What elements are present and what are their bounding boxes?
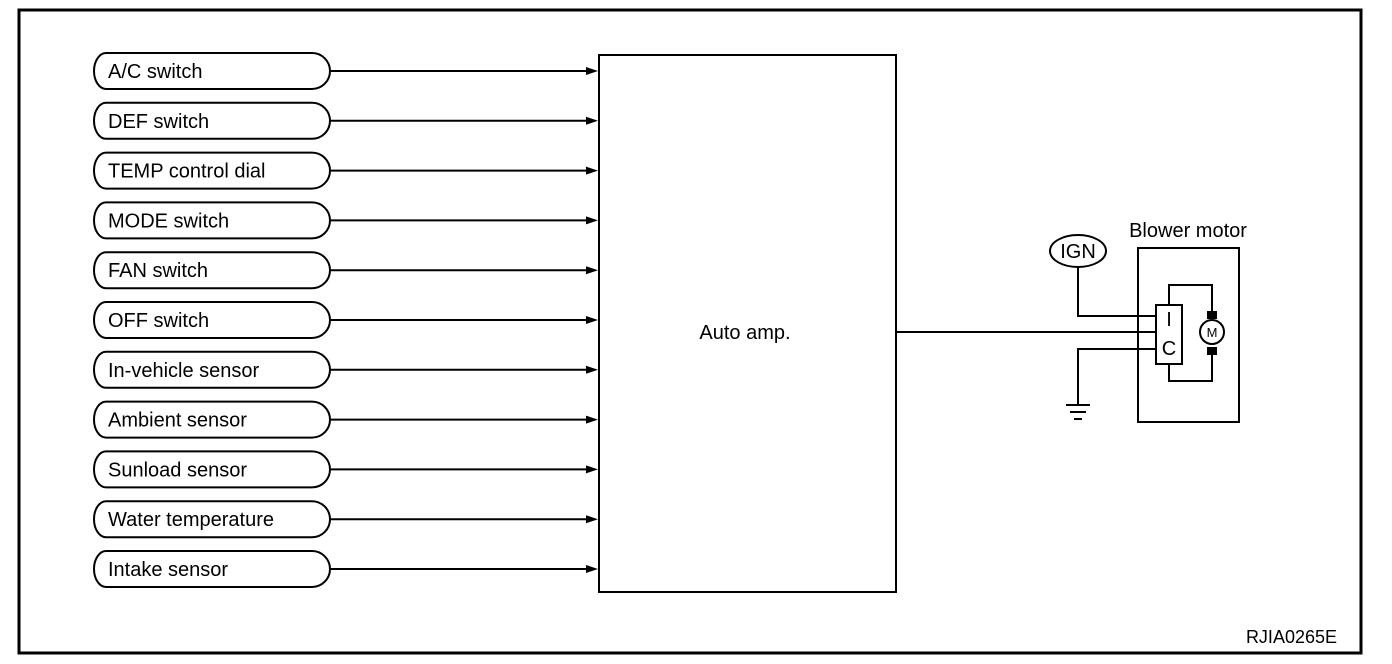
arrowhead xyxy=(586,415,598,424)
figure-code: RJIA0265E xyxy=(1246,627,1337,647)
input-pill xyxy=(93,550,331,588)
input-label: Water temperature xyxy=(108,509,274,531)
input-signal-item: A/C switch xyxy=(93,52,598,90)
outer-frame xyxy=(17,8,1363,655)
arrowhead xyxy=(586,365,598,374)
input-label: Intake sensor xyxy=(108,559,228,581)
input-signal-item: DEF switch xyxy=(93,101,598,140)
input-pill xyxy=(93,201,331,240)
input-pill xyxy=(93,500,331,539)
motor-wire-top xyxy=(1168,284,1213,317)
arrowhead xyxy=(586,266,598,275)
input-label: DEF switch xyxy=(108,111,209,133)
ign-terminal: IGN xyxy=(1049,234,1107,268)
arrowhead xyxy=(586,216,598,225)
input-signal-item: FAN switch xyxy=(93,251,598,290)
arrowhead xyxy=(586,565,598,573)
arrowhead xyxy=(586,67,598,75)
input-label: In-vehicle sensor xyxy=(108,360,260,382)
input-label: MODE switch xyxy=(108,210,229,232)
input-pill xyxy=(93,251,331,290)
input-pill xyxy=(93,101,331,140)
arrowhead xyxy=(586,465,598,474)
input-label: FAN switch xyxy=(108,260,208,282)
input-label: Sunload sensor xyxy=(108,459,247,481)
ic-label-bottom: C xyxy=(1162,338,1176,360)
arrowhead xyxy=(586,116,598,125)
motor-label: M xyxy=(1207,325,1218,340)
ground-symbol xyxy=(1066,404,1090,420)
input-signal-item: Sunload sensor xyxy=(93,450,598,489)
motor-symbol: M xyxy=(1199,311,1225,355)
input-signal-item: Ambient sensor xyxy=(93,400,598,439)
ground-line xyxy=(1077,348,1156,404)
input-signal-item: Water temperature xyxy=(93,500,598,539)
arrowhead xyxy=(586,515,598,524)
ic-module: I C xyxy=(1155,304,1183,365)
auto-amp-block: Auto amp. xyxy=(598,54,897,593)
ic-label-top: I xyxy=(1166,309,1172,331)
blower-motor-title: Blower motor xyxy=(1129,220,1247,242)
input-pill xyxy=(93,52,331,90)
input-pill xyxy=(93,350,331,389)
ign-line xyxy=(1077,267,1156,317)
input-pill xyxy=(93,450,331,489)
input-pill xyxy=(93,400,331,439)
arrowhead xyxy=(586,316,598,324)
arrowhead xyxy=(586,166,598,175)
input-label: A/C switch xyxy=(108,61,202,83)
ign-label: IGN xyxy=(1060,241,1096,263)
input-label: TEMP control dial xyxy=(108,161,265,183)
input-signal-item: TEMP control dial xyxy=(93,151,598,190)
input-label: OFF switch xyxy=(108,310,209,332)
auto-amp-label: Auto amp. xyxy=(699,322,790,344)
input-label: Ambient sensor xyxy=(108,410,247,432)
input-signal-item: MODE switch xyxy=(93,201,598,240)
input-signal-item: Intake sensor xyxy=(93,550,598,588)
input-signal-item: In-vehicle sensor xyxy=(93,350,598,389)
blower-motor-housing xyxy=(1137,247,1240,423)
input-pill xyxy=(93,301,331,339)
motor-wire-bottom xyxy=(1168,348,1213,382)
input-pill xyxy=(93,151,331,190)
input-signal-item: OFF switch xyxy=(93,301,598,339)
